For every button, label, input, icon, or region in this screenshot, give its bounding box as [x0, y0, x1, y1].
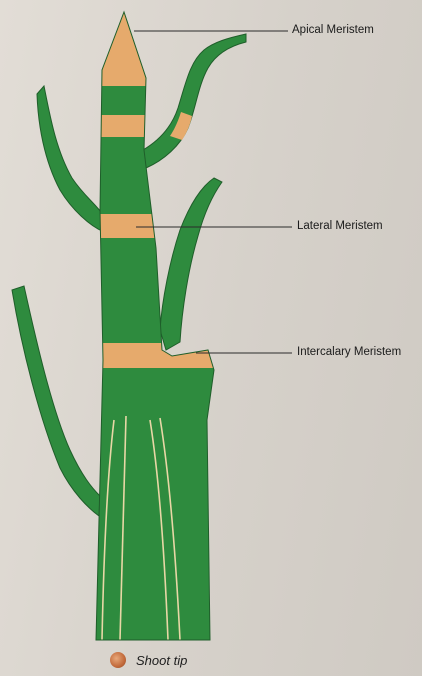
lateral-meristem-label: Lateral Meristem: [297, 220, 383, 232]
figure-caption: Shoot tip: [110, 652, 187, 668]
left-lower-branch: [12, 286, 100, 516]
right-upper-branch: [143, 34, 246, 168]
apical-meristem-label: Apical Meristem: [292, 24, 374, 36]
intercalary-meristem-label: Intercalary Meristem: [297, 346, 401, 358]
caption-text: Shoot tip: [136, 653, 187, 668]
intercalary-meristem-band: [90, 343, 220, 368]
left-upper-branch: [37, 86, 104, 232]
upper-meristem-band: [90, 115, 220, 137]
main-stem: [90, 0, 220, 660]
bullet-icon: [110, 652, 126, 668]
right-middle-branch: [160, 178, 222, 350]
